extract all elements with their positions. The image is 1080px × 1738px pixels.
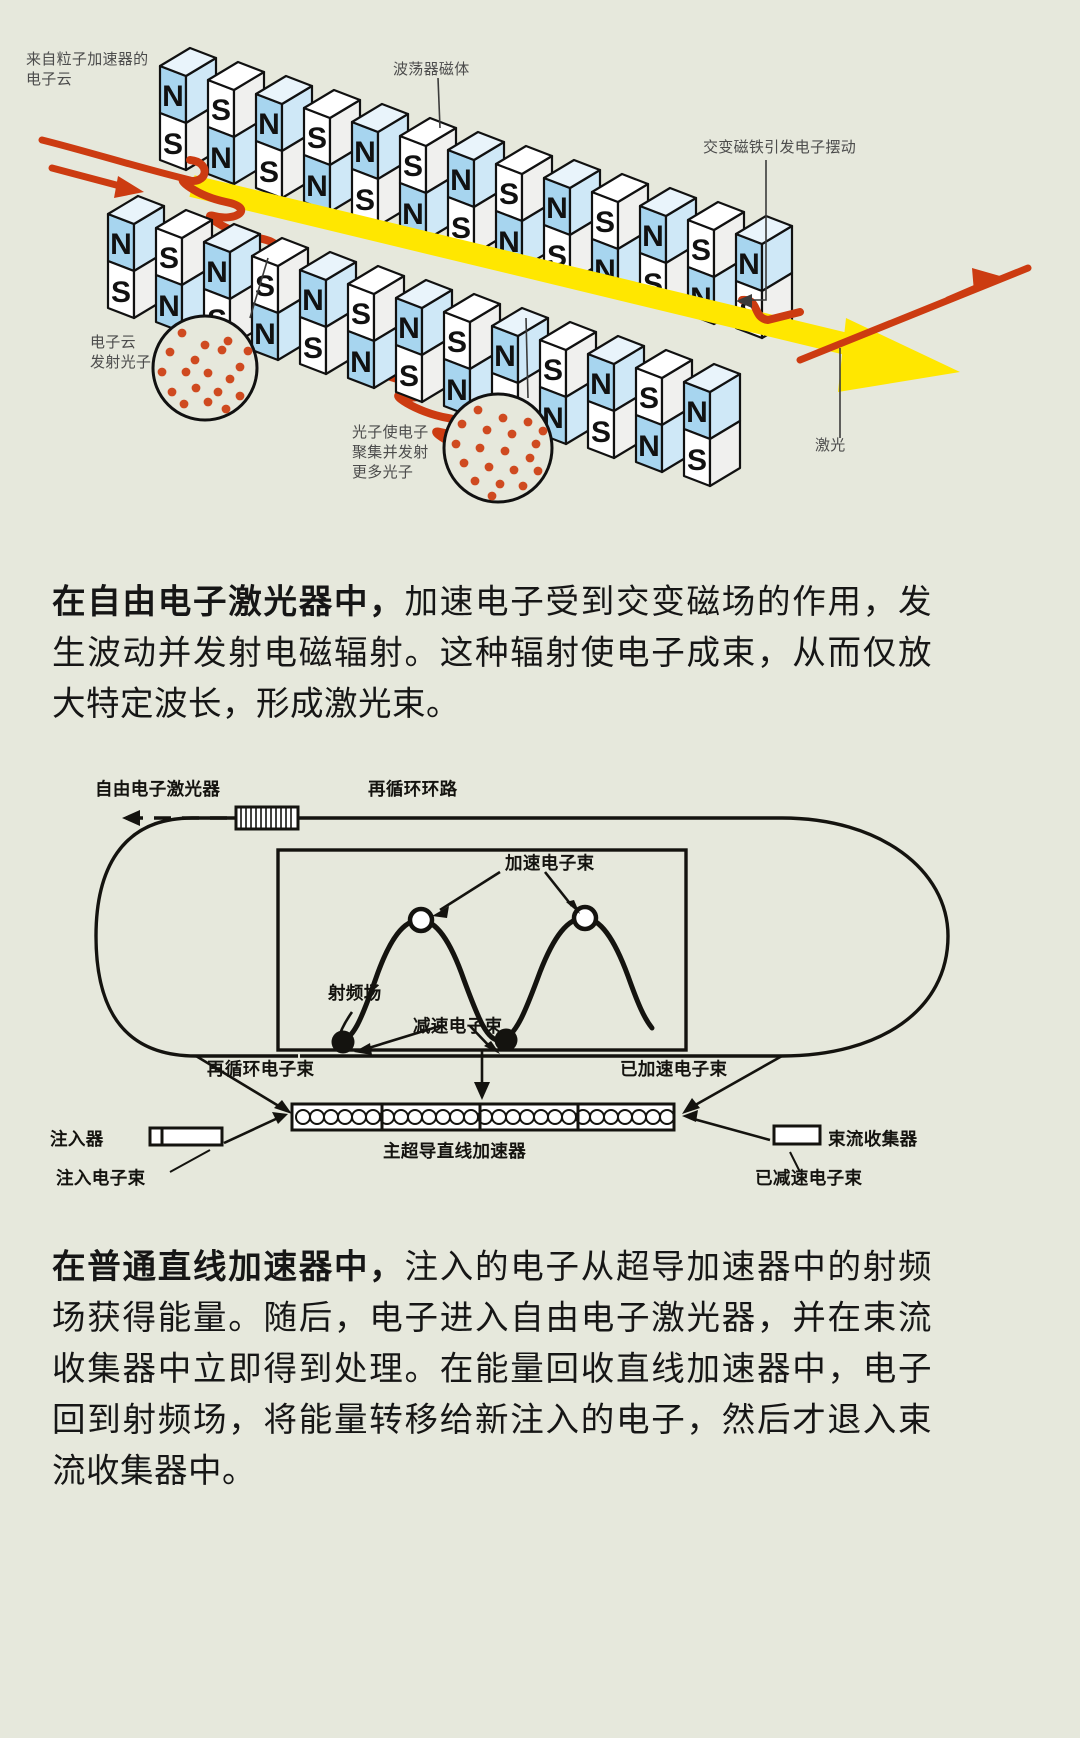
label-alternating-magnets: 交变磁铁引发电子摆动	[703, 139, 857, 156]
fel-undulator-block	[234, 805, 300, 831]
label-electron-cloud-source: 来自粒子加速器的 电子云	[26, 51, 149, 88]
accelerated-label-arrows	[432, 870, 580, 918]
erl-svg	[94, 805, 950, 1173]
fel-undulator-figure: N S S N	[0, 0, 1080, 540]
label-recirculated-beam: 再循环电子束	[207, 1059, 315, 1079]
label-recirculation-loop: 再循环环路	[368, 779, 458, 799]
paragraph-2-lead: 在普通直线加速器中，	[52, 1249, 405, 1286]
label-inset-left: 电子云 发射光子	[90, 334, 152, 371]
decelerated-bunch-markers	[331, 1028, 518, 1054]
incoming-electron-beam	[38, 136, 194, 198]
label-injector: 注入器	[50, 1129, 104, 1149]
label-rf-field: 射频场	[328, 983, 382, 1003]
recirculation-loop-left	[94, 816, 298, 1058]
inset-electron-cloud	[151, 314, 259, 422]
label-inset-right: 光子使电子 聚集并发射 更多光子	[352, 424, 429, 481]
label-injected-beam: 注入电子束	[56, 1168, 146, 1188]
label-fel: 自由电子激光器	[95, 779, 221, 799]
beam-dump-component	[772, 1124, 822, 1146]
paragraph-1-body: 加速电子受到交变磁场的作用，发生波动并发射电磁辐射。这种辐射使电子成束，从而仅放…	[52, 584, 932, 723]
box-to-linac-arrow	[474, 1050, 490, 1100]
beam-dump-arrow	[682, 1110, 771, 1142]
injector-arrow	[223, 1112, 288, 1145]
paragraph-2-body: 注入的电子从超导加速器中的射频场获得能量。随后，电子进入自由电子激光器，并在束流…	[52, 1249, 932, 1490]
label-accelerated-beam: 已加速电子束	[620, 1059, 728, 1079]
exiting-electron-beam	[796, 264, 1032, 364]
decelerated-beam-leader	[789, 1151, 801, 1173]
fel-undulator-svg: N S S N	[38, 46, 1032, 504]
annotation-leader-lines	[249, 77, 841, 438]
decelerated-label-arrows	[354, 1024, 500, 1055]
recirculation-loop-right	[298, 816, 950, 1058]
label-beam-dump: 束流收集器	[828, 1129, 918, 1149]
injected-beam-leader	[169, 1149, 211, 1173]
erl-figure: 自由电子激光器 再循环环路 射频场 加速电子束 减速电子束 再循环电子束 已加速…	[0, 760, 1080, 1220]
paragraph-1-lead: 在自由电子激光器中，	[52, 584, 405, 621]
rf-field-leader	[336, 1011, 354, 1041]
injector-component	[148, 1126, 224, 1147]
label-laser: 激光	[815, 437, 846, 454]
laser-beam	[189, 175, 960, 392]
paragraph-2: 在普通直线加速器中，注入的电子从超导加速器中的射频场获得能量。随后，电子进入自由…	[52, 1243, 932, 1498]
accelerated-bunch-markers	[407, 904, 599, 934]
label-undulator-magnet: 波荡器磁体	[393, 61, 470, 78]
inset-photon-bunching	[442, 392, 554, 504]
label-main-linac: 主超导直线加速器	[383, 1141, 527, 1161]
paragraph-1: 在自由电子激光器中，加速电子受到交变磁场的作用，发生波动并发射电磁辐射。这种辐射…	[52, 578, 932, 731]
label-decelerated-bunch: 减速电子束	[413, 1016, 503, 1036]
label-accelerated-bunch: 加速电子束	[505, 853, 595, 873]
label-decelerated-beam: 已减速电子束	[755, 1168, 863, 1188]
linac-feed-arrows	[195, 1054, 783, 1114]
fel-output-arrow	[122, 810, 232, 826]
main-linac	[290, 1102, 676, 1132]
